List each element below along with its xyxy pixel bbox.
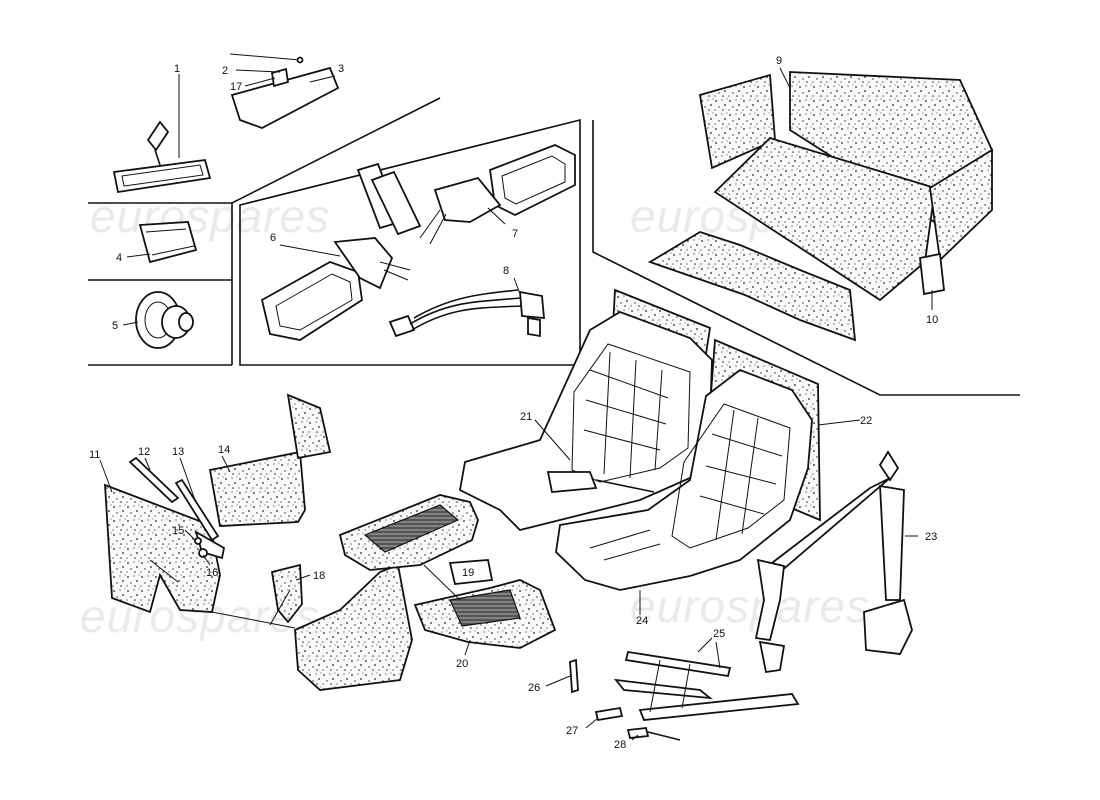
callout-9: 9 [776,55,782,67]
callout-22: 22 [860,415,872,427]
callout-18: 18 [313,570,325,582]
callout-28: 28 [614,739,626,751]
callout-2: 2 [222,65,228,77]
door-mirror-left [260,237,411,341]
callout-10: 10 [926,314,938,326]
footwell-carpet [294,563,413,691]
callout-1: 1 [174,63,180,75]
callout-3: 3 [338,63,344,75]
rear-view-mirror [112,120,212,194]
rear-carpet-set [647,71,993,342]
interior-light [138,221,198,264]
watermark-text: eurospares [630,580,870,632]
callout-11: 11 [89,449,100,461]
floor-mats [338,494,557,649]
callout-7: 7 [512,228,518,240]
callout-27: 27 [566,725,578,737]
seat-left [458,311,713,531]
seat-runners [613,650,800,721]
callout-8: 8 [503,265,509,277]
callout-5: 5 [112,320,118,332]
callout-12: 12 [138,446,150,458]
speaker [135,291,194,349]
callout-6: 6 [270,232,276,244]
callout-23: 23 [925,531,937,543]
callout-16: 16 [206,567,218,579]
callout-15: 15 [172,525,184,537]
seat-right [555,368,813,591]
callout-17: 17 [230,81,242,93]
callout-14: 14 [218,444,230,456]
callout-19: 19 [462,567,474,579]
callout-4: 4 [116,252,122,264]
fasteners [194,537,208,558]
floor-plate [448,559,494,585]
callout-24: 24 [636,615,648,627]
callout-26: 26 [528,682,540,694]
callout-20: 20 [456,658,468,670]
leader-lines [99,67,933,741]
mirror-switch-harness [388,289,545,338]
sun-visor [229,53,340,129]
callout-25: 25 [713,628,725,640]
callout-13: 13 [172,446,184,458]
tunnel-carpet [208,393,332,527]
door-mirror-right [356,144,576,245]
seat-belt [754,450,913,674]
watermark-text: eurospares [90,190,330,242]
seat-hardware [569,658,681,741]
callout-21: 21 [520,411,532,423]
callout-labels: 1 2 3 17 4 5 6 7 8 9 10 11 12 13 14 15 1… [89,55,938,751]
